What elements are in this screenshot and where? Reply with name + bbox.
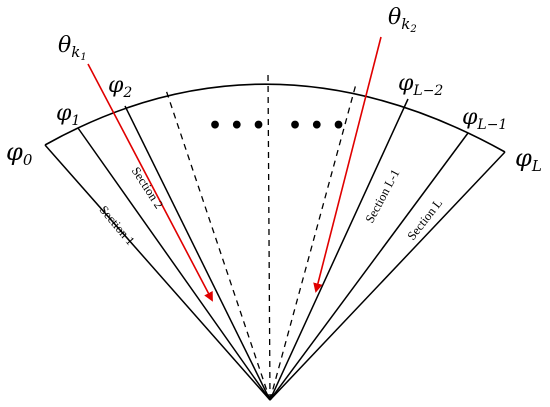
label-phi-l-1: φL−1 <box>462 105 507 133</box>
boundary-line-1 <box>77 127 271 401</box>
section-label-1: Section 1 <box>97 203 138 248</box>
label-phi-1: φ1 <box>56 101 80 129</box>
dashed-line-middle <box>267 71 271 401</box>
outer-arc <box>44 83 506 153</box>
incident-arrow-1 <box>87 63 213 302</box>
section-label-2: Section 2 <box>129 164 166 211</box>
boundary-line-l <box>269 151 506 401</box>
label-phi-l-2: φL−2 <box>398 71 443 99</box>
boundary-line-2 <box>124 105 271 401</box>
label-phi-l: φL <box>515 144 542 175</box>
boundary-line-0 <box>44 144 271 401</box>
incident-arrow-2 <box>313 36 382 293</box>
ellipsis-right: • • • <box>288 113 346 139</box>
ellipsis-left: • • • <box>208 113 266 139</box>
section-label-l-1: Section L-1 <box>363 167 403 225</box>
label-theta-k1: θk1 <box>58 33 87 63</box>
label-phi-0: φ0 <box>6 138 33 169</box>
label-phi-2: φ2 <box>108 73 132 101</box>
boundary-line-l-2 <box>269 98 409 401</box>
label-theta-k2: θk2 <box>388 5 417 35</box>
boundary-line-l-1 <box>269 132 469 401</box>
